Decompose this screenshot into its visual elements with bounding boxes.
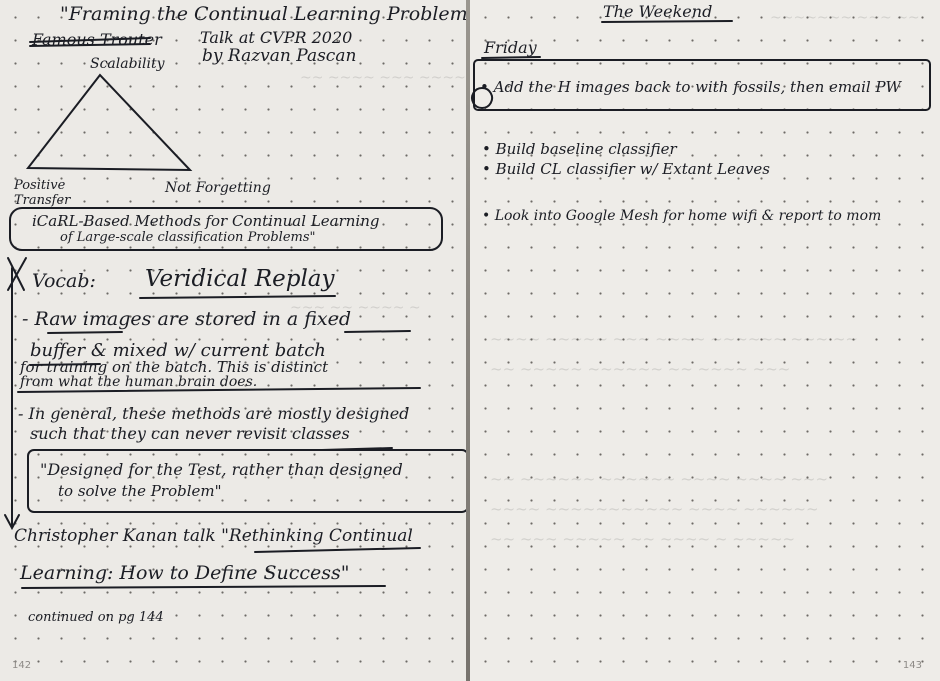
binding-gutter — [466, 0, 470, 681]
title-box — [9, 207, 443, 251]
task-box — [473, 59, 931, 111]
crossed-word: Famous Trouter — [32, 30, 162, 49]
vocab-label: Vocab: — [32, 270, 96, 292]
bleed-through-right: ~~~~~~~ ~~~ ~~ — [770, 10, 920, 26]
vocab-term: Veridical Replay — [145, 266, 335, 292]
continued-note: continued on pg 144 — [28, 610, 164, 625]
right-page: ~~~~~~~ ~~~ ~~ ~~~~ ~~~~~ ~~~ ~~~~ ~~~~~… — [470, 0, 940, 681]
definition-line2: buffer & mixed w/ current batch — [30, 340, 326, 361]
quote-line2: to solve the Problem" — [58, 482, 222, 500]
talk-venue: Talk at CVPR 2020 — [200, 28, 353, 47]
left-page: ~~ ~~~~ ~~~ ~~~~ ~~~ ~~ ~~~~ ~ — [0, 0, 467, 681]
definition-line1: - Raw images are stored in a fixed — [22, 308, 352, 330]
general-line1: - In general, these methods are mostly d… — [18, 404, 410, 423]
task-item-3: • Build CL classifier w/ Extant Leaves — [482, 160, 770, 178]
talk-speaker: by Razvan Pascan — [202, 46, 357, 66]
page-header: "Framing the Continual Learning Problem" — [60, 3, 467, 25]
definition-line4: from what the human brain does. — [20, 374, 258, 390]
box-title-line1: iCaRL-Based Methods for Continual Learni… — [32, 212, 380, 230]
task-item-4: • Look into Google Mesh for home wifi & … — [482, 208, 882, 224]
right-page-header: The Weekend — [603, 2, 713, 21]
triangle-label-top: Scalability — [90, 56, 165, 72]
triangle-label-left: Positive Transfer — [14, 178, 71, 208]
left-ink-drawing — [4, 37, 466, 589]
right-ink-drawing — [471, 20, 931, 111]
definition-line3: for training on the batch. This is disti… — [20, 358, 329, 376]
page-number-right: 143 — [902, 660, 922, 671]
general-line2: such that they can never revisit classes — [30, 424, 350, 443]
quote-line1: "Designed for the Test, rather than desi… — [40, 460, 403, 479]
triangle-label-right: Not Forgetting — [165, 180, 271, 196]
kanan-line2: Learning: How to Define Success" — [20, 562, 350, 584]
circled-mark — [471, 87, 494, 109]
day-label: Friday — [484, 38, 537, 57]
triangle-diagram — [25, 73, 193, 172]
task-item-1: • Add the H images back to with fossils,… — [480, 78, 901, 96]
task-item-2: • Build baseline classifier — [482, 140, 677, 158]
page-number-left: 142 — [12, 660, 32, 671]
quote-box — [27, 449, 466, 513]
bleed-through: ~~ ~~~~ ~~~ ~~~~ — [300, 70, 466, 86]
box-title-line2: of Large-scale classification Problems" — [60, 230, 316, 245]
kanan-line1: Christopher Kanan talk "Rethinking Conti… — [14, 526, 413, 546]
